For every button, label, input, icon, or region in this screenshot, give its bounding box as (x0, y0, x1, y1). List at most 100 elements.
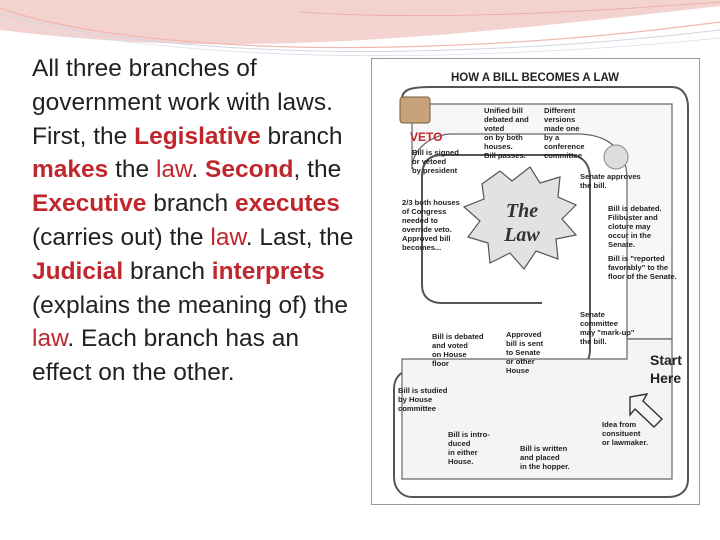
text-run: interprets (211, 257, 325, 285)
step-idea-line: Idea from (602, 420, 636, 429)
step-idea-line: or lawmaker. (602, 438, 648, 447)
start-label-line2: Here (650, 370, 681, 386)
step-signed-line: or vetoed (412, 157, 447, 166)
step-hopper-line: and placed (520, 453, 560, 462)
step-sent-senate-line: or other (506, 357, 535, 366)
veto-label: VETO (410, 130, 442, 144)
step-senate-approves-line: the bill. (580, 181, 607, 190)
step-senate-committee-line: Senate (580, 310, 605, 319)
step-override-line: Approved bill (402, 234, 451, 243)
step-override-line: becomes... (402, 243, 441, 252)
step-senate-debate-line: Senate. (608, 240, 635, 249)
step-senate-approves-line: Senate approves (580, 172, 641, 181)
text-run: Executive (32, 190, 147, 218)
law-splash (462, 166, 578, 270)
step-hopper-line: in the hopper. (520, 462, 570, 471)
step-signed-line: by president (412, 166, 458, 175)
text-run: law (155, 156, 192, 184)
step-senate-debate-line: Filibuster and (608, 213, 658, 222)
capitol-icon (603, 144, 629, 170)
step-reported-line: favorably" to the (608, 263, 668, 272)
step-introduced-line: House. (448, 457, 473, 466)
text-run: . Last, the (245, 223, 354, 251)
text-run: All three branches of government work wi… (32, 55, 333, 150)
step-house-floor-line: on House (432, 350, 467, 359)
step-idea-line: consituent (602, 429, 641, 438)
veto-stamp-icon (399, 96, 431, 124)
text-run: . Each branch has an effect on the other… (32, 325, 299, 387)
step-sent-senate-line: bill is sent (506, 339, 544, 348)
start-arrow-icon (629, 393, 664, 428)
step-unified-line: voted (484, 124, 505, 133)
step-house-committee-line: by House (398, 395, 432, 404)
step-house-floor-line: floor (432, 359, 449, 368)
step-unified-line: houses. (484, 142, 513, 151)
text-run: Second (205, 156, 294, 184)
step-sent-senate-line: Approved (506, 330, 542, 339)
text-run: branch (123, 257, 212, 285)
text-run: law (32, 325, 68, 353)
step-signed-line: Bill is signed (412, 148, 459, 157)
step-conference-line: conference (544, 142, 585, 151)
start-label-line1: Start (650, 352, 682, 368)
step-unified-line: Unified bill (484, 106, 523, 115)
bill-process-diagram: HOW A BILL BECOMES A LAW The Law VETO St… (371, 58, 700, 505)
step-unified-line: on by both (484, 133, 523, 142)
text-run: branch (146, 190, 235, 218)
text-run: makes (32, 156, 109, 184)
text-run: Judicial (32, 257, 124, 285)
step-override-line: 2/3 both houses (402, 198, 460, 207)
text-run: law (210, 223, 246, 251)
step-introduced-line: Bill is intro- (448, 430, 490, 439)
step-senate-debate-line: Bill is debated. (608, 204, 662, 213)
step-conference-line: Different (544, 106, 576, 115)
text-run: , the (293, 156, 342, 184)
step-senate-committee-line: may "mark-up" (580, 328, 635, 337)
text-run: . (191, 156, 206, 184)
step-house-committee-line: Bill is studied (398, 386, 448, 395)
step-override-line: of Congress (402, 207, 446, 216)
step-senate-committee-line: the bill. (580, 337, 607, 346)
step-conference-line: versions (544, 115, 575, 124)
step-override-line: override veto. (402, 225, 452, 234)
text-run: Legislative (134, 122, 261, 150)
step-conference-line: made one (544, 124, 579, 133)
step-override-line: needed to (402, 216, 438, 225)
step-sent-senate-line: House (506, 366, 529, 375)
step-house-floor-line: and voted (432, 341, 468, 350)
step-reported-line: Bill is "reported (608, 254, 665, 263)
center-label-line1: The (506, 200, 538, 222)
step-senate-debate-line: cloture may (608, 222, 651, 231)
step-conference-line: committee (544, 151, 582, 160)
text-run: (carries out) the (32, 223, 211, 251)
step-reported-line: floor of the Senate. (608, 272, 677, 281)
text-run: executes (234, 190, 340, 218)
text-run: the (108, 156, 156, 184)
step-sent-senate-line: to Senate (506, 348, 540, 357)
decorative-banner (0, 0, 720, 57)
diagram-title: HOW A BILL BECOMES A LAW (451, 72, 619, 84)
step-senate-debate-line: occur in the (608, 231, 651, 240)
step-unified-line: debated and (484, 115, 529, 124)
text-run: (explains the meaning of) the (32, 291, 348, 319)
step-house-floor-line: Bill is debated (432, 332, 484, 341)
slide-body-text: All three branches of government work wi… (32, 52, 362, 390)
step-senate-committee-line: committee (580, 319, 618, 328)
step-conference-line: by a (544, 133, 560, 142)
step-hopper-line: Bill is written (520, 444, 568, 453)
step-house-committee-line: committee (398, 404, 436, 413)
